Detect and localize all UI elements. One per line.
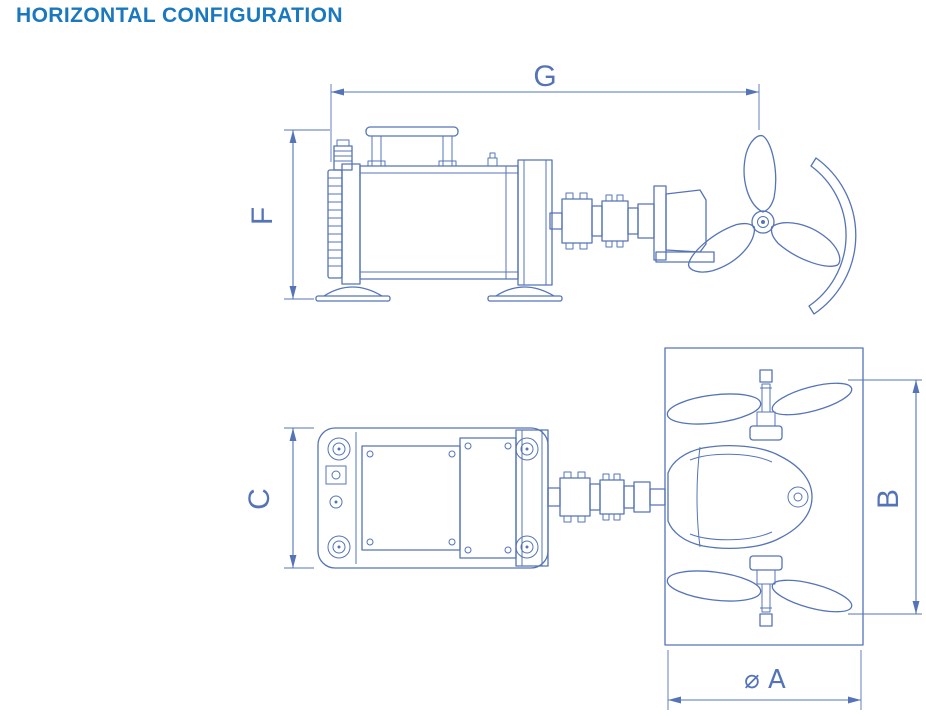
dim-label-c: C bbox=[243, 488, 276, 510]
thruster-pod-plan-view bbox=[666, 369, 853, 627]
propeller-blade-right bbox=[770, 221, 841, 267]
motor-flange bbox=[517, 159, 553, 286]
coupling-side-view bbox=[549, 192, 655, 250]
propeller-hub bbox=[751, 210, 775, 234]
mounting-foot-left bbox=[315, 286, 391, 302]
propeller-guard-ring bbox=[808, 157, 857, 315]
propeller-blades-bottom bbox=[666, 555, 853, 627]
dimension-a: ⌀ A bbox=[667, 650, 862, 710]
dimension-g: G bbox=[330, 60, 760, 162]
dim-label-g: G bbox=[533, 60, 556, 93]
propeller-blade-up bbox=[743, 134, 777, 213]
dimension-c: C bbox=[243, 427, 314, 569]
page-title: HORIZONTAL CONFIGURATION bbox=[16, 4, 343, 27]
propeller-blade-left bbox=[687, 222, 755, 273]
side-elevation-view: G F bbox=[246, 60, 857, 315]
propeller-blades-top bbox=[666, 369, 853, 441]
dimension-f: F bbox=[246, 129, 330, 300]
gearbox-side-view bbox=[653, 185, 715, 263]
motor-handle bbox=[365, 126, 459, 167]
motor-plan-panel bbox=[361, 445, 461, 551]
propeller-side-view bbox=[687, 134, 857, 315]
corner-bolts bbox=[327, 437, 539, 559]
mounting-foot-right bbox=[487, 286, 563, 302]
dimension-b: B bbox=[848, 379, 922, 615]
motor-side-view bbox=[315, 126, 563, 302]
motor-plan-left-end bbox=[325, 432, 357, 564]
motor-plan-view bbox=[317, 427, 549, 569]
motor-body bbox=[359, 152, 519, 280]
cable-gland bbox=[333, 139, 353, 171]
dim-label-f: F bbox=[246, 207, 279, 225]
plan-view: C B ⌀ A bbox=[243, 347, 922, 710]
dim-label-b: B bbox=[872, 489, 905, 509]
mounting-plate bbox=[664, 347, 864, 646]
motor-plan-right-panel bbox=[459, 437, 517, 559]
coupling-plan-view bbox=[547, 471, 666, 523]
dim-label-a: ⌀ A bbox=[744, 665, 786, 695]
motor-end-cap bbox=[327, 163, 361, 285]
